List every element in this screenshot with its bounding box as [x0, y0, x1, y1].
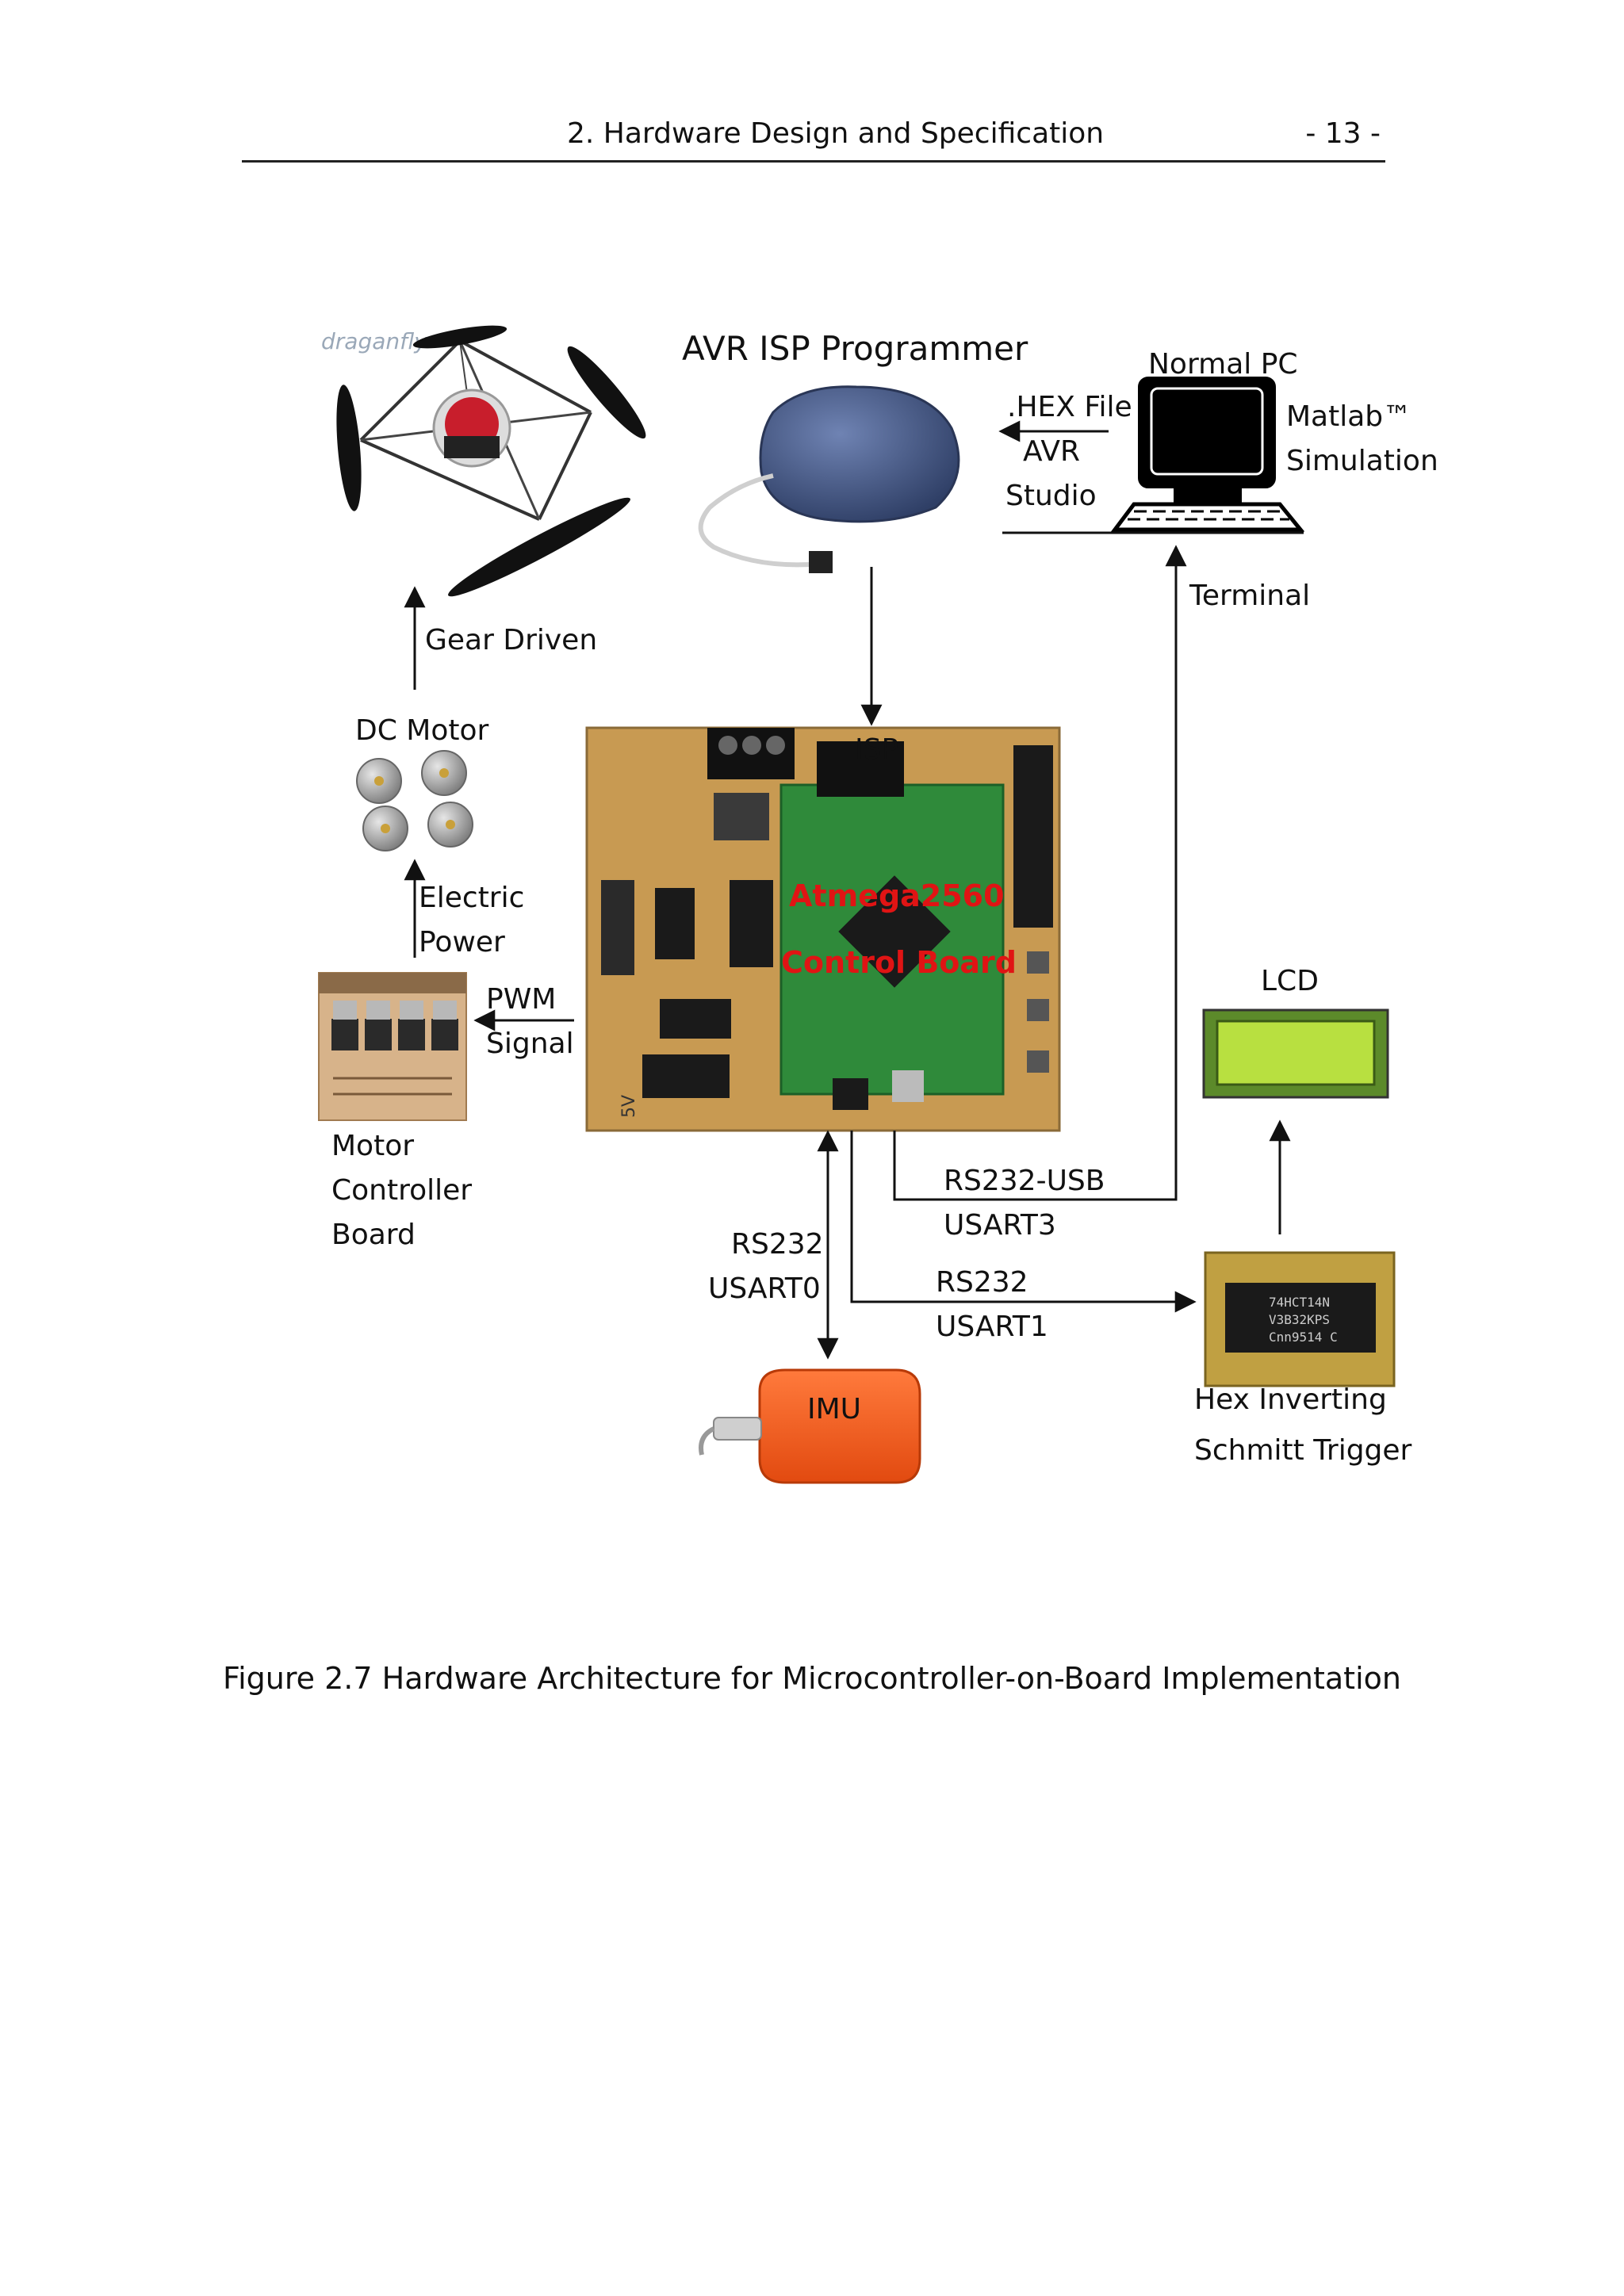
rs232-usb-label-line1: RS232-USB: [944, 1165, 1105, 1197]
rs232-usart1-line: [850, 1131, 1197, 1313]
isp-header-label: ISP: [855, 733, 899, 766]
chip-text-2: V3B32KPS: [1269, 1312, 1330, 1327]
lcd-image: [1202, 1008, 1389, 1099]
rs232-usart1-label-line2: USART1: [936, 1311, 1048, 1343]
control-board-image: 5V: [585, 726, 1061, 1132]
avr-isp-title: AVR ISP Programmer: [682, 329, 1028, 368]
normal-pc-label: Normal PC: [1148, 348, 1298, 381]
pwm-label-line2: Signal: [486, 1027, 574, 1060]
page-number: - 13 -: [1305, 117, 1381, 150]
rs232-usart0-label-line2: USART0: [708, 1272, 821, 1305]
terminal-label: Terminal: [1189, 580, 1311, 612]
mcu-label-line2: Control Board: [781, 945, 1017, 980]
imu-image: [699, 1368, 921, 1484]
dc-motor-image: [356, 750, 473, 851]
motor-controller-label-line2: Controller: [331, 1174, 473, 1207]
motor-controller-board-image: [318, 972, 467, 1121]
pwm-label-line1: PWM: [486, 983, 557, 1016]
schmitt-label-line1: Hex Inverting: [1194, 1383, 1387, 1416]
figure-caption: Figure 2.7 Hardware Architecture for Mic…: [223, 1661, 1401, 1696]
quadrotor-image: draganfly: [321, 325, 646, 597]
motor-controller-label-line3: Board: [331, 1219, 416, 1251]
connections: [404, 420, 1304, 1360]
chip-text-3: Cnn9514 C: [1269, 1330, 1338, 1345]
rs232-usb-line: [893, 545, 1187, 1201]
matlab-label-line1: Matlab™: [1286, 400, 1412, 433]
rs232-usb-label-line2: USART3: [944, 1209, 1056, 1242]
lcd-label: LCD: [1261, 965, 1319, 997]
matlab-label-line2: Simulation: [1286, 445, 1438, 477]
electric-power-label-line2: Power: [419, 926, 505, 959]
computer-icon: [1111, 377, 1305, 532]
electric-power-label-line1: Electric: [419, 882, 525, 914]
imu-label: IMU: [807, 1393, 862, 1425]
hex-file-label: .HEX File: [1007, 391, 1132, 423]
motor-controller-label-line1: Motor: [331, 1130, 415, 1162]
power-label: 5V: [619, 1095, 639, 1118]
mcu-label-line1: Atmega2560: [789, 878, 1005, 913]
dc-motor-label: DC Motor: [355, 714, 489, 747]
schmitt-label-line2: Schmitt Trigger: [1194, 1434, 1412, 1467]
chip-text-1: 74HCT14N: [1269, 1295, 1330, 1310]
rs232-usart1-label-line1: RS232: [936, 1266, 1028, 1299]
avr-isp-programmer-image: [698, 385, 960, 573]
chapter-title: 2. Hardware Design and Specification: [567, 117, 1105, 150]
rs232-usart0-label-line1: RS232: [731, 1228, 824, 1261]
gear-driven-label: Gear Driven: [425, 624, 598, 656]
avr-studio-label-line1: AVR: [1023, 435, 1080, 468]
avr-studio-label-line2: Studio: [1005, 480, 1097, 512]
schmitt-trigger-image: 74HCT14N V3B32KPS Cnn9514 C: [1204, 1251, 1396, 1387]
draganfly-logo: draganfly: [321, 328, 427, 354]
running-header: 2. Hardware Design and Specification - 1…: [242, 113, 1385, 163]
